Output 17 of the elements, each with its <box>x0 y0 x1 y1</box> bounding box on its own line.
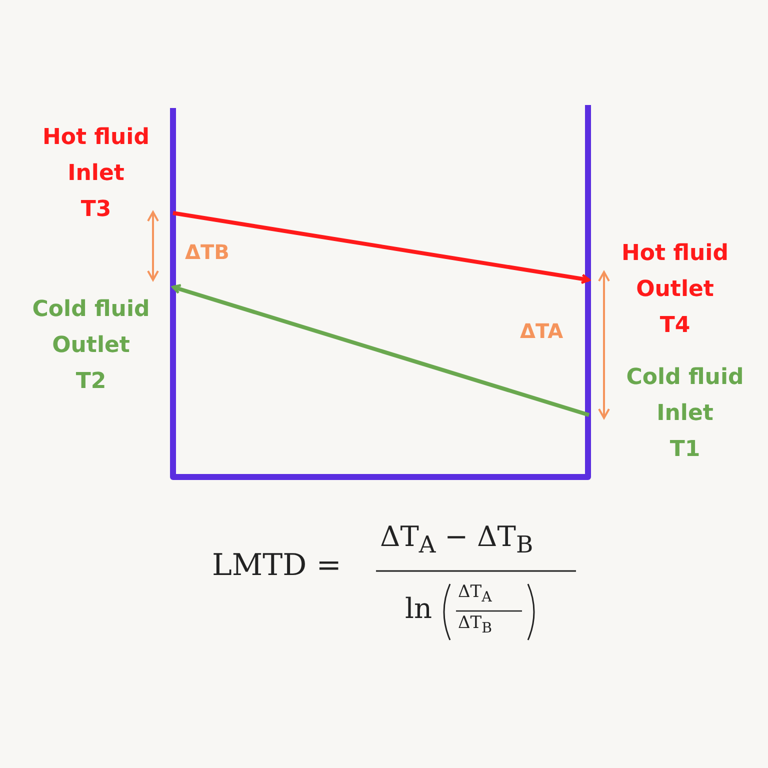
stream-label: Hot fluid Outlet <box>620 240 730 304</box>
dimension-label: ΔTA <box>520 319 564 343</box>
formula-text: LMTD = <box>212 548 342 583</box>
stream-label: Cold fluid Outlet <box>31 296 151 360</box>
numerator-text: ΔT$_{A}$ − ΔT$_{B}$ <box>380 520 534 559</box>
temperature-label: T4 <box>660 312 690 340</box>
dimension-label: ΔTB <box>185 240 230 264</box>
stream-label: Cold fluid Inlet <box>625 364 745 428</box>
arrow <box>172 284 590 417</box>
stream-label: Hot fluid Inlet <box>42 124 150 188</box>
temperature-label: T3 <box>80 196 112 224</box>
numerator-text: ΔT$_{A}$ <box>458 582 492 606</box>
arrow <box>172 211 590 284</box>
temperature-label: T1 <box>670 436 700 464</box>
denominator-text: ΔT$_{B}$ <box>458 613 492 636</box>
temperature-label: T2 <box>76 368 106 396</box>
formula-text: ln <box>405 592 432 625</box>
